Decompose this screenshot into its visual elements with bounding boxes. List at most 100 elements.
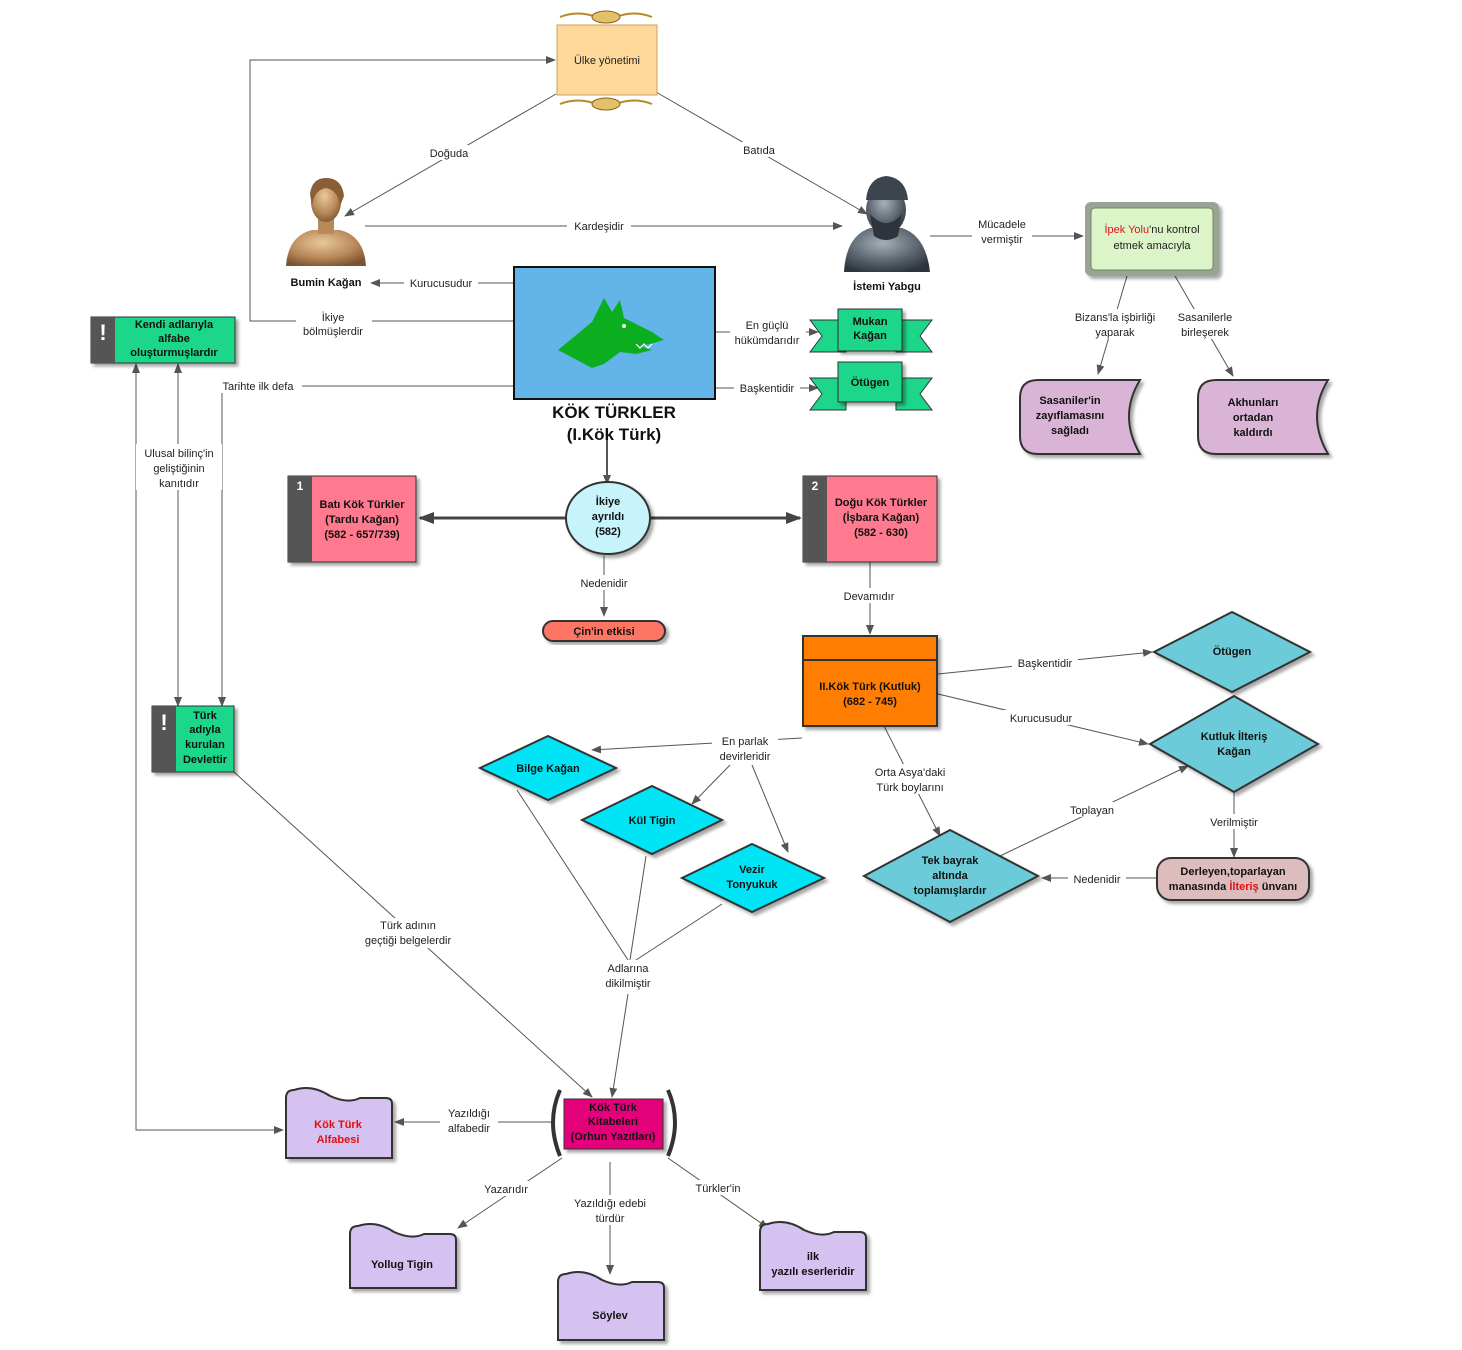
dogu-line-1: Doğu Kök Türkler <box>835 497 928 509</box>
akhun-line-3: kaldırdı <box>1233 427 1272 439</box>
label-nedenidir1: Nedenidir <box>580 578 627 590</box>
label-ulusal-2: geliştiğinin <box>153 463 204 475</box>
istemi-label: İstemi Yabgu <box>853 280 921 293</box>
label-adlarina-2: dikilmiştir <box>605 978 651 990</box>
svg-text:manasında İlteriş ünvanı: manasında İlteriş ünvanı <box>1169 880 1297 893</box>
bati-line-2: (Tardu Kağan) <box>325 514 399 526</box>
tek-line-3: toplamışlardır <box>914 885 987 897</box>
label-bizans-2: yaparak <box>1095 327 1135 339</box>
label-turk-adinin-2: geçtiği belgelerdir <box>365 935 452 947</box>
node-bumin[interactable]: Bumin Kağan <box>286 178 366 289</box>
node-otugen-2[interactable]: Ötügen <box>1151 610 1313 694</box>
kitabe-line-2: Kitabeleri <box>588 1116 638 1128</box>
akhun-line-1: Akhunları <box>1228 397 1279 409</box>
node-bati-kok-turkler[interactable]: 1 Batı Kök Türkler (Tardu Kağan) (582 - … <box>287 475 417 563</box>
node-tek-bayrak[interactable]: Tek bayrak altında toplamışlardır <box>861 828 1041 924</box>
kitabe-line-3: (Orhun Yazıtları) <box>571 1131 656 1143</box>
ilk-line-2: yazılı eserleridir <box>771 1266 855 1278</box>
node-dogu-kok-turkler[interactable]: 2 Doğu Kök Türkler (İşbara Kağan) (582 -… <box>802 475 938 563</box>
soylev-label: Söylev <box>592 1310 628 1322</box>
node-bilge-kagan[interactable]: Bilge Kağan <box>477 734 619 802</box>
node-ipek-yolu[interactable]: İpek Yolu'nu kontrol etmek amacıyla <box>1085 202 1219 276</box>
alfabesi-line-2: Alfabesi <box>317 1134 360 1146</box>
svg-text:İpek Yolu'nu kontrol: İpek Yolu'nu kontrol <box>1104 223 1199 236</box>
node-vezir-tonyukuk[interactable]: Vezir Tonyukuk <box>679 842 827 914</box>
bati-number: 1 <box>297 479 304 493</box>
otugen2-label: Ötügen <box>1213 645 1252 658</box>
wolf-icon <box>558 298 664 368</box>
node-ulke-yonetimi[interactable]: Ülke yönetimi <box>556 10 658 111</box>
label-mucadele-1: Mücadele <box>978 219 1026 231</box>
node-kok-turk-alfabesi[interactable]: Kök Türk Alfabesi <box>285 1087 393 1159</box>
node-kitabeler[interactable]: Kök Türk Kitabeleri (Orhun Yazıtları) <box>551 1089 677 1157</box>
node-kul-tigin[interactable]: Kül Tigin <box>579 784 725 856</box>
label-mucadele-2: vermiştir <box>981 234 1023 246</box>
tek-line-1: Tek bayrak <box>922 855 980 867</box>
kendi-line-3: oluşturmuşlardır <box>130 347 218 359</box>
turk-line-4: Devlettir <box>183 754 228 766</box>
label-ikiye-bol-1: İkiye <box>322 311 345 324</box>
yollug-label: Yollug Tigin <box>371 1259 433 1271</box>
ikiye-line-1: İkiye <box>596 495 620 508</box>
cin-label: Çin'in etkisi <box>573 626 634 638</box>
edge-bilge-kitabe <box>516 789 629 961</box>
node-kendi-adlariyla[interactable]: ! Kendi adlarıyla alfabe oluşturmuşlardı… <box>90 316 236 364</box>
vezir-line-1: Vezir <box>739 864 765 876</box>
scroll-ornament-icon <box>559 10 653 111</box>
ilk-line-1: ilk <box>807 1251 820 1263</box>
iikok-line-1: II.Kök Türk (Kutluk) <box>819 681 921 693</box>
node-derleyen[interactable]: Derleyen,toparlayan manasında İlteriş ün… <box>1156 857 1310 901</box>
label-sasanilerle-2: birleşerek <box>1181 327 1229 339</box>
label-yazildigi-alf-1: Yazıldığı <box>448 1108 490 1120</box>
dogu-line-2: (İşbara Kağan) <box>843 511 920 524</box>
node-yollug-tigin[interactable]: Yollug Tigin <box>349 1223 457 1289</box>
label-baskentidir2: Başkentidir <box>1018 658 1073 670</box>
ikiye-line-3: (582) <box>595 526 621 538</box>
label-ulusal-3: kanıtıdır <box>159 478 199 490</box>
dogu-number: 2 <box>812 479 819 493</box>
node-turk-adiyla[interactable]: ! Türk adıyla kurulan Devlettir <box>151 705 235 773</box>
label-yazaridir: Yazarıdır <box>484 1184 528 1196</box>
node-sasaniler[interactable]: Sasaniler'in zayıflamasını sağladı <box>1019 379 1142 455</box>
derleyen-line-1: Derleyen,toparlayan <box>1180 866 1285 878</box>
label-en-guclu-1: En güçlü <box>746 320 789 332</box>
vezir-line-2: Tonyukuk <box>726 879 778 891</box>
label-orta-asya-2: Türk boylarını <box>876 782 943 794</box>
kendi-line-1: Kendi adlarıyla <box>135 319 214 331</box>
node-kutluk-ilteris[interactable]: Kutluk İlteriş Kağan <box>1147 694 1321 794</box>
label-batida: Batıda <box>743 145 776 157</box>
label-sasanilerle-1: Sasanilerle <box>1178 312 1232 324</box>
turk-line-2: adıyla <box>189 724 221 736</box>
node-ikiye-ayrildi[interactable]: İkiye ayrıldı (582) <box>565 481 651 555</box>
label-tarihte: Tarihte ilk defa <box>223 381 295 393</box>
label-bizans-1: Bizans'la işbirliği <box>1075 312 1155 324</box>
node-ii-kok-turk[interactable]: II.Kök Türk (Kutluk) (682 - 745) <box>802 635 938 727</box>
node-kok-turkler[interactable]: KÖK TÜRKLER (I.Kök Türk) <box>513 266 716 444</box>
node-ilk-yazili[interactable]: ilk yazılı eserleridir <box>759 1221 867 1291</box>
label-turk-adinin-1: Türk adının <box>380 920 436 932</box>
node-akhunlari[interactable]: Akhunları ortadan kaldırdı <box>1197 379 1330 455</box>
node-otugen-1[interactable]: Ötügen <box>809 361 933 411</box>
label-yazildigi-edebi-2: türdür <box>596 1213 625 1225</box>
derleyen-manasinda: manasında <box>1169 881 1230 893</box>
node-soylev[interactable]: Söylev <box>557 1271 665 1341</box>
edge-kul-kitabe <box>629 855 647 961</box>
bati-line-1: Batı Kök Türkler <box>320 499 406 511</box>
ipek-line-2: etmek amacıyla <box>1113 240 1191 252</box>
kok-title-1: KÖK TÜRKLER <box>552 403 676 422</box>
otugen1-label: Ötügen <box>851 376 890 389</box>
edge-en-parlak-kul <box>691 764 731 805</box>
node-mukan-kagan[interactable]: Mukan Kağan <box>809 308 933 353</box>
istemi-bust-icon <box>844 176 930 272</box>
dogu-line-3: (582 - 630) <box>854 527 908 539</box>
edge-adlarina <box>609 993 629 1098</box>
ulke-label: Ülke yönetimi <box>574 55 640 67</box>
node-istemi[interactable]: İstemi Yabgu <box>844 176 930 293</box>
node-cin-etkisi[interactable]: Çin'in etkisi <box>542 620 666 642</box>
sasani-line-1: Sasaniler'in <box>1039 395 1101 407</box>
exclamation-icon: ! <box>99 320 106 345</box>
label-turklerin: Türkler'in <box>696 1183 741 1195</box>
bati-line-3: (582 - 657/739) <box>324 529 400 541</box>
label-en-parlak-1: En parlak <box>722 736 769 748</box>
